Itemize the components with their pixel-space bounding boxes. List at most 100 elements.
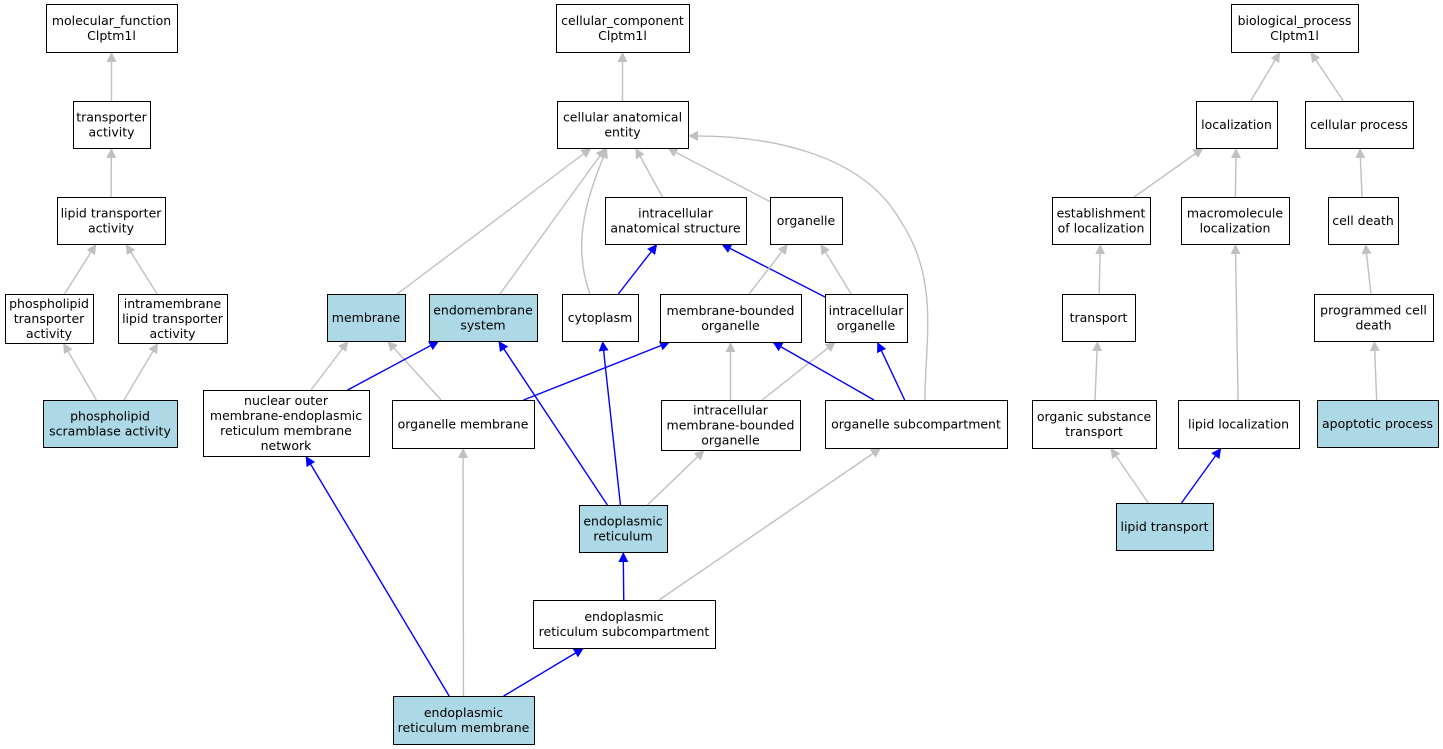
node-apoptotic-process[interactable]: apoptotic process <box>1317 400 1439 448</box>
node-box <box>429 294 538 342</box>
node-box <box>605 197 747 245</box>
node-label-line: organelle <box>777 213 836 228</box>
node-label-line: reticulum subcompartment <box>539 624 710 639</box>
node-box <box>1328 197 1399 245</box>
node-box <box>1116 503 1214 551</box>
node-label-line: intracellular <box>638 206 714 221</box>
node-box <box>392 400 535 449</box>
node-cytoplasm[interactable]: cytoplasm <box>562 294 639 342</box>
node-cellular-process[interactable]: cellular process <box>1305 101 1414 149</box>
node-localization[interactable]: localization <box>1196 101 1278 149</box>
edge-cytoplasm-to-intracellular-anatomical-structure <box>617 243 658 295</box>
node-label-line: biological_process <box>1238 13 1352 28</box>
node-membrane[interactable]: membrane <box>327 294 406 342</box>
edge-intracellular-organelle-to-intracellular-anatomical-structure <box>721 243 826 298</box>
edge-intracellular-organelle-to-organelle <box>819 243 852 295</box>
node-lipid-transport[interactable]: lipid transport <box>1116 503 1214 551</box>
node-label-line: intracellular <box>829 303 905 318</box>
edge-organic-substance-transport-to-transport <box>1092 340 1103 401</box>
node-label-line: lipid localization <box>1188 417 1289 432</box>
node-label-line: nuclear outer <box>244 393 329 408</box>
edge-nuclear-outer-membrane-er-network-to-membrane <box>310 340 349 391</box>
edge-phospholipid-scramblase-activity-to-intramembrane-lipid-transporter-activity <box>123 342 159 401</box>
edge-er-membrane-to-er-subcompartment <box>503 647 585 697</box>
node-box <box>393 696 535 745</box>
node-label-line: cellular anatomical <box>563 110 682 125</box>
edge-membrane-bounded-organelle-to-organelle <box>748 243 789 295</box>
node-label-line: organelle membrane <box>398 417 529 432</box>
node-label-line: activity <box>149 326 196 341</box>
node-box <box>57 197 166 245</box>
node-label-line: transporter <box>76 110 147 125</box>
node-box <box>5 294 94 344</box>
node-label-line: programmed cell <box>1320 303 1427 318</box>
node-box <box>1181 197 1290 245</box>
node-label-line: endoplasmic <box>424 705 503 720</box>
edge-transport-to-establishment-of-localization <box>1095 243 1106 295</box>
node-label-line: entity <box>604 125 641 140</box>
node-organelle-membrane[interactable]: organelle membrane <box>392 400 535 449</box>
edge-intramembrane-lipid-transporter-activity-to-lipid-transporter-activity <box>125 243 158 295</box>
node-box <box>825 400 1008 449</box>
edge-organelle-subcompartment-to-membrane-bounded-organelle <box>772 341 875 401</box>
node-label-line: network <box>261 438 313 453</box>
node-label-line: reticulum <box>593 529 652 544</box>
node-box <box>1314 294 1434 342</box>
edge-phospholipid-transporter-activity-to-lipid-transporter-activity <box>63 243 97 295</box>
edge-organelle-membrane-to-membrane <box>386 340 442 401</box>
node-organelle[interactable]: organelle <box>770 197 843 245</box>
node-organelle-subcompartment[interactable]: organelle subcompartment <box>825 400 1008 449</box>
edge-endomembrane-system-to-cellular-anatomical-entity <box>499 147 607 295</box>
node-cell-death[interactable]: cell death <box>1328 197 1399 245</box>
node-label-line: anatomical structure <box>610 221 740 236</box>
node-label-line: transport <box>1070 310 1128 325</box>
node-box <box>660 294 802 343</box>
edge-localization-to-bp-root <box>1250 51 1281 102</box>
node-box <box>1062 294 1136 342</box>
edge-phospholipid-scramblase-activity-to-phospholipid-transporter-activity <box>62 342 97 401</box>
node-label-line: Clptm1l <box>87 28 136 43</box>
node-box <box>73 101 151 149</box>
edge-establishment-of-localization-to-localization <box>1133 147 1204 198</box>
node-label-line: intracellular <box>693 403 769 418</box>
node-label-line: molecular_function <box>52 13 171 28</box>
node-nuclear-outer-membrane-er-network[interactable]: nuclear outermembrane-endoplasmicreticul… <box>203 390 370 457</box>
node-label-line: lipid transporter <box>122 311 224 326</box>
node-label-line: organelle <box>837 318 896 333</box>
edge-lipid-transport-to-lipid-localization <box>1180 447 1222 504</box>
node-label-line: establishment <box>1057 206 1146 221</box>
node-transport[interactable]: transport <box>1062 294 1136 342</box>
node-lipid-localization[interactable]: lipid localization <box>1178 400 1300 449</box>
node-label-line: activity <box>26 326 73 341</box>
edge-programmed-cell-death-to-cell-death <box>1361 243 1372 295</box>
edge-er-membrane-to-nuclear-outer-membrane-er-network <box>305 455 450 697</box>
node-label-line: cell death <box>1332 213 1394 228</box>
edges-layer <box>62 51 1380 697</box>
node-label-line: apoptotic process <box>1322 416 1433 431</box>
node-box <box>1317 400 1439 448</box>
edge-intracellular-anatomical-structure-to-cellular-anatomical-entity <box>634 147 664 198</box>
node-label-line: cellular process <box>1310 117 1408 132</box>
